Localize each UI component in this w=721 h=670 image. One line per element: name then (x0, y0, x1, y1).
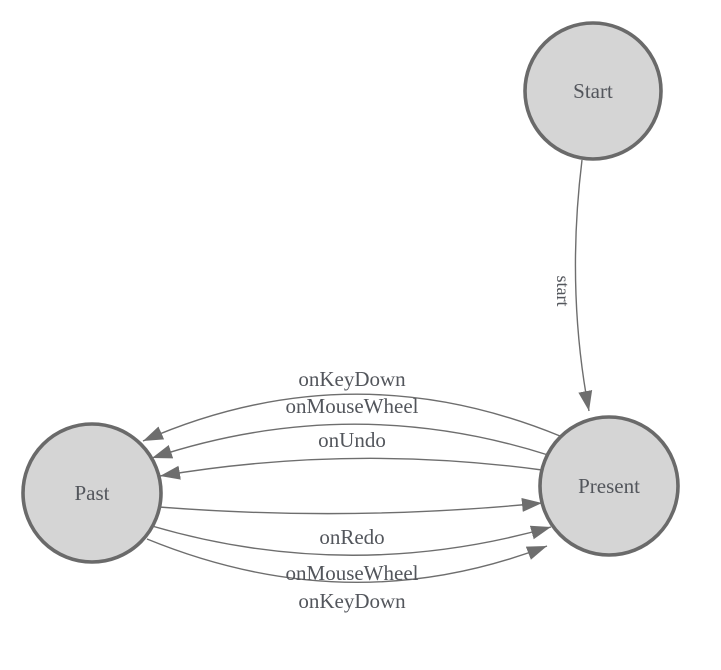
edge-past-to-present-onkeydown (146, 538, 548, 584)
state-label-start: Start (573, 79, 613, 103)
edge-label-onmousewheel-top: onMouseWheel (286, 394, 419, 418)
edge-present-to-past-onundo (159, 457, 543, 480)
edge-label-start: start (553, 276, 573, 307)
edge-past-to-present-onredo (158, 498, 543, 515)
edge-present-to-past-onkeydown (142, 393, 561, 442)
edge-past-to-present-onmousewheel (151, 525, 552, 556)
state-node-present (538, 415, 680, 557)
edge-label-onkeydown-bottom: onKeyDown (298, 589, 406, 613)
edge-label-onmousewheel-bottom: onMouseWheel (286, 561, 419, 585)
state-node-past (21, 422, 163, 564)
edge-label-onundo: onUndo (318, 428, 386, 452)
state-node-start (523, 21, 663, 161)
edge-label-onredo: onRedo (319, 525, 384, 549)
edge-label-onkeydown-top: onKeyDown (298, 367, 406, 391)
state-label-past: Past (74, 481, 109, 505)
edge-present-to-past-onmousewheel (151, 423, 549, 459)
edge-start-to-present (574, 159, 593, 412)
state-label-present: Present (578, 474, 640, 498)
